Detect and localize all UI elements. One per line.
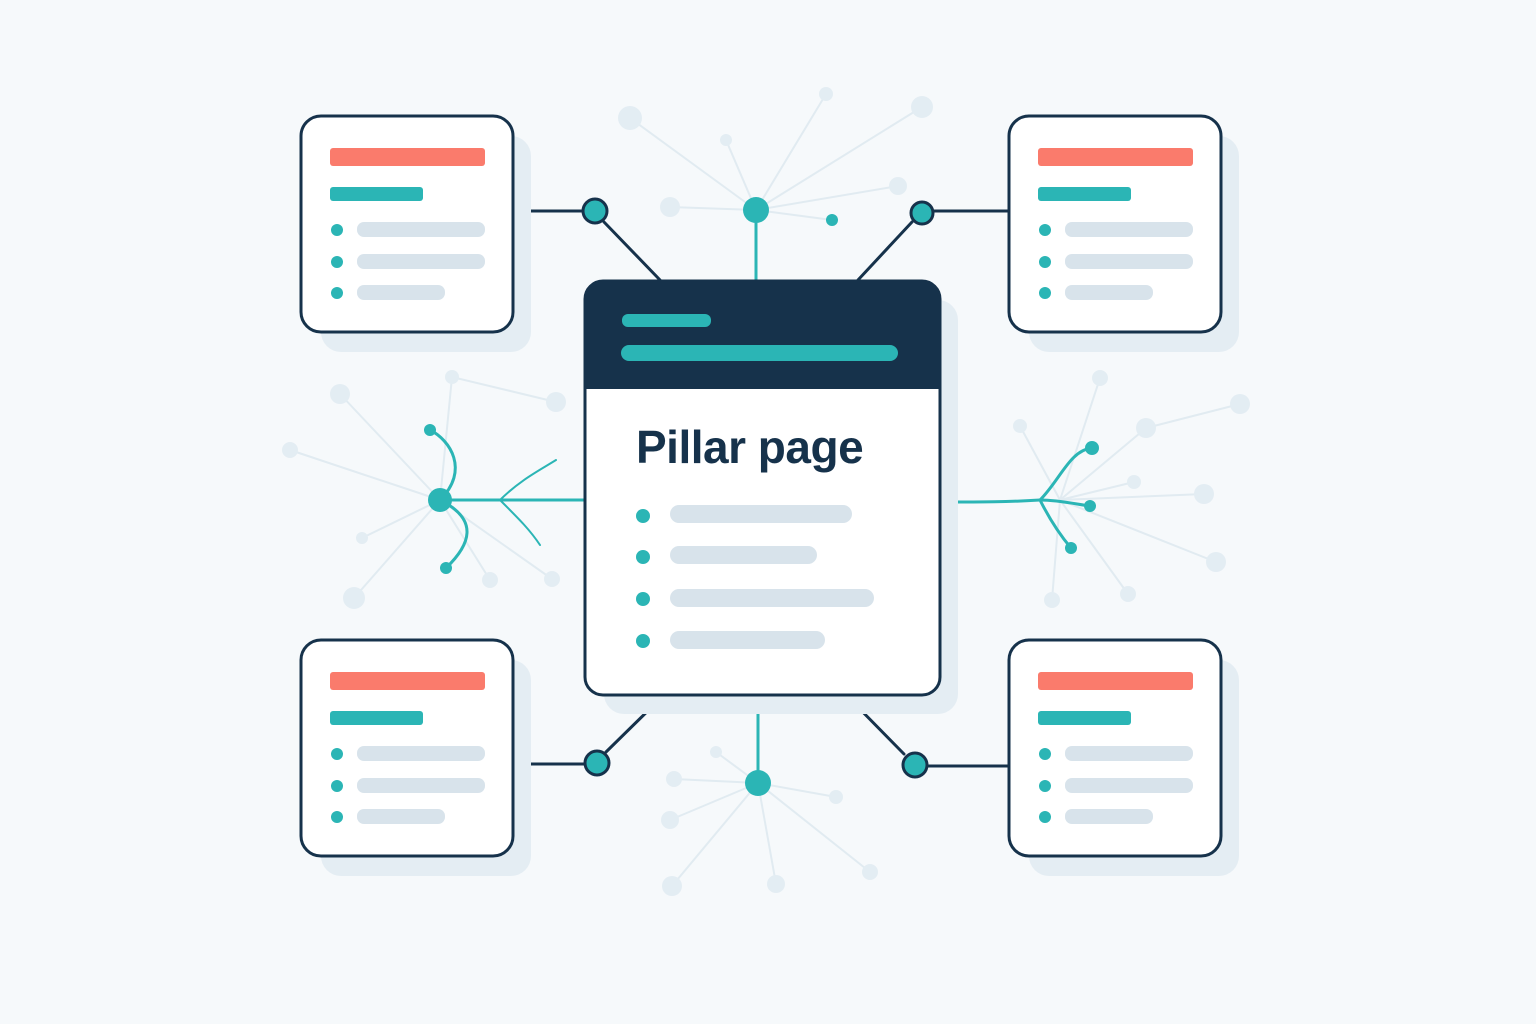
pillar-list — [636, 505, 874, 649]
pillar-header-bar-long — [621, 345, 898, 361]
hub-node-left — [428, 488, 452, 512]
card-connectors — [510, 209, 1012, 768]
pillar-card-header — [585, 281, 940, 389]
connector-node-bottom-left — [583, 749, 611, 777]
hub-node-top — [743, 197, 769, 223]
cluster-card-bottom-left — [299, 638, 533, 878]
connector-node-bottom-right — [901, 751, 929, 779]
hub-node-bottom — [745, 770, 771, 796]
connector-node-top-right — [909, 200, 935, 226]
connector-nodes — [581, 197, 935, 779]
cluster-card-top-right — [1007, 114, 1241, 354]
pillar-card — [583, 279, 958, 714]
cluster-card-bottom-right — [1007, 638, 1241, 878]
pillar-header-bar-short — [622, 314, 711, 327]
background-nodes — [282, 87, 1250, 896]
pillar-page-title: Pillar page — [636, 421, 864, 473]
hub-nodes — [424, 197, 1099, 796]
cluster-card-top-left — [299, 114, 533, 354]
connector-node-top-left — [581, 197, 609, 225]
